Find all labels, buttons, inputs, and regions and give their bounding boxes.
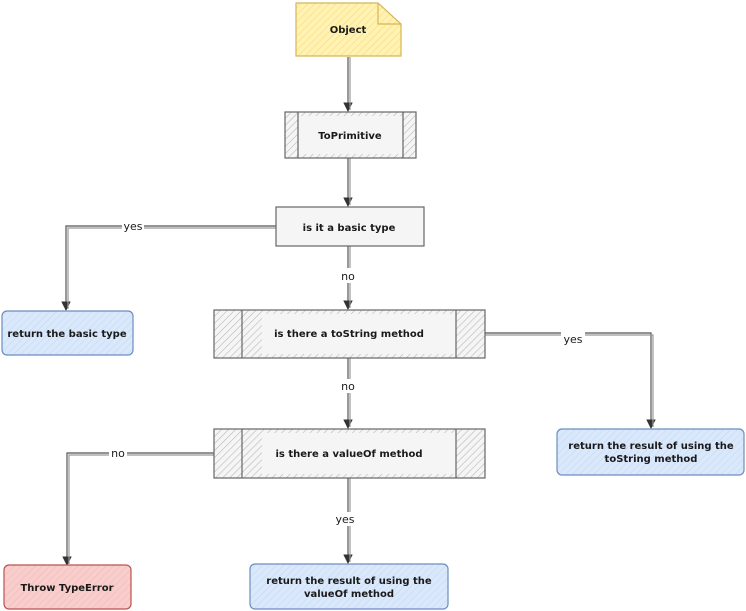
node-return-tostring-line2: toString method xyxy=(605,454,698,465)
node-has-tostring-border xyxy=(213,309,486,359)
node-return-tostring-border xyxy=(556,428,745,476)
node-return-valueof-border xyxy=(249,563,449,610)
node-return-valueof-line1: return the result of using the xyxy=(266,576,432,587)
node-return-tostring-line1: return the result of using the xyxy=(568,441,734,452)
label-bg-tostring-no xyxy=(339,379,357,393)
node-object: Object xyxy=(295,2,402,57)
edge-label-basic-yes: yes xyxy=(123,220,142,233)
edge-valueof-no-shadow xyxy=(68,454,214,564)
node-has-valueof-label: is there a valueOf method xyxy=(275,449,422,460)
node-throw-type-error-label: Throw TypeError xyxy=(20,583,113,594)
edge-tostring-yes-shadow xyxy=(485,334,654,427)
node-toprimitive-inner xyxy=(298,116,403,154)
edge-label-tostring-no: no xyxy=(341,380,355,393)
node-has-tostring-label: is there a toString method xyxy=(274,329,424,340)
node-return-basic-type: return the basic type xyxy=(1,310,134,356)
label-bg-valueof-yes xyxy=(333,512,357,526)
edge-valueof-no xyxy=(62,452,214,566)
node-throw-type-error-border xyxy=(3,564,132,610)
node-has-valueof-border xyxy=(213,428,486,479)
node-toprimitive: ToPrimitive xyxy=(284,111,417,159)
node-object-label: Object xyxy=(330,25,367,36)
label-bg-valueof-no xyxy=(109,447,127,461)
edge-label-valueof-no: no xyxy=(111,447,125,460)
edge-basic-yes xyxy=(61,225,276,311)
node-throw-type-error-hatch xyxy=(4,565,131,609)
node-return-valueof: return the result of using the valueOf m… xyxy=(249,563,449,610)
node-object-hatch xyxy=(296,3,401,56)
node-has-tostring-inner xyxy=(262,314,456,354)
label-bg-basic-yes xyxy=(122,219,144,233)
node-return-tostring-hatch xyxy=(557,429,744,475)
node-is-basic-type-label: is it a basic type xyxy=(303,223,396,234)
node-is-basic-type-box xyxy=(275,206,425,247)
node-toprimitive-border xyxy=(284,111,417,159)
edge-labels: yes no yes no no yes xyxy=(109,219,585,526)
edge-basic-yes-shadow xyxy=(67,227,276,309)
edges xyxy=(61,57,656,566)
node-object-border xyxy=(295,2,402,57)
node-is-basic-type: is it a basic type xyxy=(275,206,425,247)
node-return-basic-type-label: return the basic type xyxy=(7,329,126,340)
node-has-valueof: is there a valueOf method xyxy=(213,428,486,479)
note-fold-icon xyxy=(377,3,401,25)
node-return-basic-type-border xyxy=(1,310,134,356)
node-return-tostring: return the result of using the toString … xyxy=(556,428,745,476)
edge-label-basic-no: no xyxy=(341,270,355,283)
label-bg-tostring-yes xyxy=(561,332,585,346)
node-has-valueof-inner xyxy=(262,433,456,474)
edge-label-tostring-yes: yes xyxy=(563,333,582,346)
node-return-basic-type-hatch xyxy=(2,311,133,355)
node-return-valueof-line2: valueOf method xyxy=(304,589,394,600)
edge-label-valueof-yes: yes xyxy=(335,513,354,526)
node-return-valueof-hatch xyxy=(250,564,448,609)
node-throw-type-error: Throw TypeError xyxy=(3,564,132,610)
edge-tostring-yes xyxy=(485,332,656,429)
node-has-tostring: is there a toString method xyxy=(213,309,486,359)
node-toprimitive-label: ToPrimitive xyxy=(318,131,382,142)
label-bg-basic-no xyxy=(338,268,358,283)
